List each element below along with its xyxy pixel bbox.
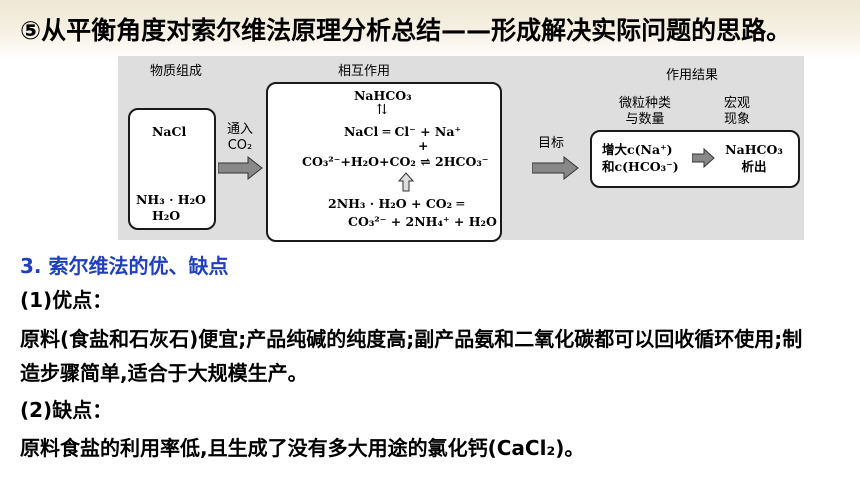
arrow1-label-line1: 通入	[226, 122, 253, 137]
product-text: NaHCO₃ 析出	[718, 141, 790, 175]
equation-4: CO₃²⁻ + 2NH₄⁺ + H₂O	[348, 214, 497, 229]
cons-text: 原料食盐的利用率低,且生成了没有多大用途的氯化钙(CaCl₂)。	[20, 436, 585, 460]
equation-3: 2NH₃ · H₂O + CO₂ ═	[328, 196, 465, 211]
equation-2: CO₃²⁻+H₂O+CO₂ ⇌ 2HCO₃⁻	[302, 154, 489, 169]
middle-box: NaHCO₃ ⇅ NaCl ═ Cl⁻ + Na⁺ + CO₃²⁻+H₂O+CO…	[266, 82, 502, 242]
section-heading: 3. 索尔维法的优、缺点	[20, 254, 229, 278]
micro-label-line1: 微粒种类	[618, 96, 671, 111]
arrow1-label-line2: CO₂	[227, 138, 253, 153]
nh3-text: NH₃ · H₂O	[136, 192, 206, 207]
h2o-text: H₂O	[152, 208, 181, 223]
macro-label-line2: 现象	[723, 112, 750, 127]
increase-line1: 增大c(Na⁺)	[602, 142, 673, 157]
pros-title: (1)优点：	[20, 288, 113, 312]
arrow2-label: 目标	[538, 136, 565, 151]
macro-label: 宏观 现象	[712, 96, 762, 128]
slide-background	[0, 0, 860, 60]
arrow1-label: 通入 CO₂	[218, 122, 262, 154]
solvay-diagram: 物质组成 相互作用 作用结果 NaCl NH₃ · H₂O H₂O 通入 CO₂…	[118, 56, 804, 242]
arrow-right-icon	[218, 156, 263, 180]
heading-interaction: 相互作用	[338, 64, 391, 79]
increase-line2: 和c(HCO₃⁻)	[602, 159, 679, 174]
right-box: 增大c(Na⁺) 和c(HCO₃⁻) NaHCO₃ 析出	[590, 130, 800, 188]
micro-label: 微粒种类 与数量	[608, 96, 682, 128]
left-box: NaCl NH₃ · H₂O H₂O	[128, 108, 216, 230]
nahco3-text: NaHCO₃	[354, 88, 412, 103]
equation-1: NaCl ═ Cl⁻ + Na⁺	[344, 124, 462, 139]
equilibrium-icon: ⇅	[376, 102, 388, 118]
pros-text: 原料(食盐和石灰石)便宜;产品纯碱的纯度高;副产品氨和二氧化碳都可以回收循环使用…	[20, 327, 803, 385]
product-line1: NaHCO₃	[725, 142, 783, 157]
micro-label-line2: 与数量	[625, 112, 665, 127]
nacl-text: NaCl	[152, 124, 187, 139]
heading-composition: 物质组成	[150, 64, 203, 79]
product-line2: 析出	[741, 159, 767, 174]
slide-title: ⑤从平衡角度对索尔维法原理分析总结——形成解决实际问题的思路。	[20, 16, 792, 45]
plus-sign: +	[418, 138, 429, 153]
heading-result: 作用结果	[666, 68, 719, 83]
arrow-right-icon	[532, 156, 579, 180]
cons-title: (2)缺点：	[20, 398, 113, 422]
increase-text: 增大c(Na⁺) 和c(HCO₃⁻)	[602, 141, 679, 175]
arrow-right-icon	[692, 148, 715, 168]
macro-label-line1: 宏观	[723, 96, 750, 111]
arrow-up-icon	[398, 172, 414, 192]
